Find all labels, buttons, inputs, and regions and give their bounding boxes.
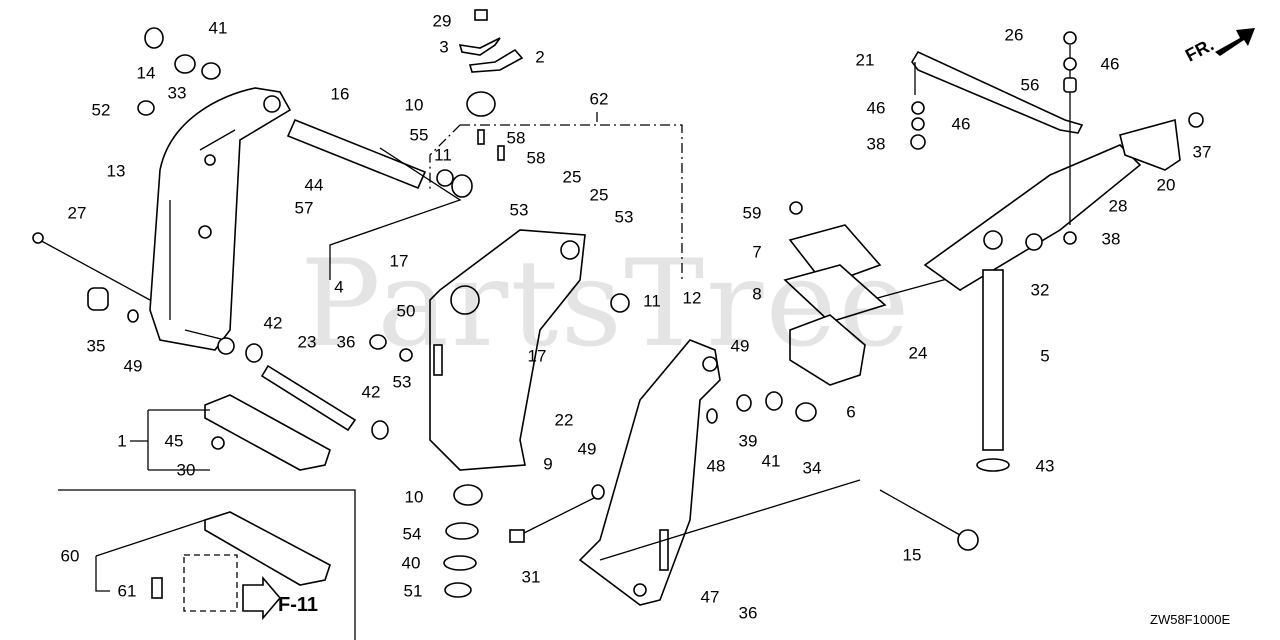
part-callout-11[interactable]: 11 bbox=[643, 291, 661, 311]
part-callout-27[interactable]: 27 bbox=[67, 203, 87, 223]
rods bbox=[32, 118, 981, 551]
part-callout-3[interactable]: 3 bbox=[439, 37, 449, 57]
part-callout-58[interactable]: 58 bbox=[526, 148, 546, 168]
part-callout-44[interactable]: 44 bbox=[304, 175, 324, 195]
part-callout-36[interactable]: 36 bbox=[738, 603, 758, 623]
part-callout-11[interactable]: 11 bbox=[434, 145, 452, 165]
steering-arm bbox=[923, 144, 1142, 472]
part-callout-8[interactable]: 8 bbox=[752, 284, 762, 304]
part-callout-47[interactable]: 47 bbox=[700, 587, 720, 607]
part-callout-20[interactable]: 20 bbox=[1156, 175, 1176, 195]
part-callout-45[interactable]: 45 bbox=[164, 431, 184, 451]
bracket-20 bbox=[1119, 118, 1181, 171]
part-callout-60[interactable]: 60 bbox=[60, 546, 80, 566]
part-callout-41[interactable]: 41 bbox=[761, 451, 781, 471]
part-callout-56[interactable]: 56 bbox=[1020, 75, 1040, 95]
part-callout-62[interactable]: 62 bbox=[589, 89, 609, 109]
part-callout-46[interactable]: 46 bbox=[866, 98, 886, 118]
part-callout-29[interactable]: 29 bbox=[432, 11, 452, 31]
part-callout-49[interactable]: 49 bbox=[577, 439, 597, 459]
part-callout-35[interactable]: 35 bbox=[86, 336, 106, 356]
part-callout-30[interactable]: 30 bbox=[176, 460, 196, 480]
front-direction-arrow bbox=[1215, 28, 1255, 56]
diagram-code: ZW58F1000E bbox=[1150, 612, 1231, 627]
part-callout-36[interactable]: 36 bbox=[336, 332, 356, 352]
part-callout-46[interactable]: 46 bbox=[1100, 54, 1120, 74]
part-callout-10[interactable]: 10 bbox=[404, 487, 424, 507]
part-callout-15[interactable]: 15 bbox=[902, 545, 922, 565]
part-callout-2[interactable]: 2 bbox=[535, 47, 545, 67]
part-callout-41[interactable]: 41 bbox=[208, 18, 228, 38]
part-callout-51[interactable]: 51 bbox=[403, 581, 423, 601]
part-callout-34[interactable]: 34 bbox=[802, 458, 822, 478]
part-callout-38[interactable]: 38 bbox=[866, 134, 886, 154]
part-callout-21[interactable]: 21 bbox=[855, 50, 875, 70]
swivel-case bbox=[429, 229, 586, 471]
part-callout-46[interactable]: 46 bbox=[951, 114, 971, 134]
part-callout-39[interactable]: 39 bbox=[738, 431, 758, 451]
plates-and-block bbox=[783, 224, 887, 386]
part-callout-40[interactable]: 40 bbox=[401, 553, 421, 573]
part-callout-5[interactable]: 5 bbox=[1040, 346, 1050, 366]
part-callout-1[interactable]: 1 bbox=[117, 431, 127, 451]
part-callout-58[interactable]: 58 bbox=[506, 128, 526, 148]
part-callout-37[interactable]: 37 bbox=[1192, 142, 1212, 162]
part-callout-50[interactable]: 50 bbox=[396, 301, 416, 321]
part-callout-43[interactable]: 43 bbox=[1035, 456, 1055, 476]
part-callout-17[interactable]: 17 bbox=[389, 251, 409, 271]
part-callout-28[interactable]: 28 bbox=[1108, 196, 1128, 216]
part-callout-57[interactable]: 57 bbox=[294, 198, 314, 218]
part-callout-42[interactable]: 42 bbox=[361, 382, 381, 402]
part-callout-13[interactable]: 13 bbox=[106, 161, 126, 181]
part-callout-22[interactable]: 22 bbox=[554, 410, 574, 430]
part-callout-16[interactable]: 16 bbox=[330, 84, 350, 104]
small-parts-right bbox=[610, 31, 1204, 424]
part-callout-53[interactable]: 53 bbox=[392, 372, 412, 392]
part-callout-42[interactable]: 42 bbox=[263, 313, 283, 333]
trim-plate-assembly bbox=[130, 394, 331, 471]
part-callout-7[interactable]: 7 bbox=[752, 242, 762, 262]
part-callout-55[interactable]: 55 bbox=[409, 125, 429, 145]
small-parts-center bbox=[369, 9, 605, 598]
part-callout-52[interactable]: 52 bbox=[91, 100, 111, 120]
stern-bracket-right bbox=[578, 339, 721, 606]
part-callout-49[interactable]: 49 bbox=[123, 356, 143, 376]
part-callout-10[interactable]: 10 bbox=[404, 95, 424, 115]
part-callout-33[interactable]: 33 bbox=[167, 83, 187, 103]
part-callout-26[interactable]: 26 bbox=[1004, 25, 1024, 45]
part-callout-49[interactable]: 49 bbox=[730, 336, 750, 356]
link-rod bbox=[911, 45, 1084, 225]
reference-label[interactable]: F-11 bbox=[278, 594, 319, 616]
part-callout-25[interactable]: 25 bbox=[589, 185, 609, 205]
part-callout-59[interactable]: 59 bbox=[742, 203, 762, 223]
part-callout-6[interactable]: 6 bbox=[846, 402, 856, 422]
part-callout-53[interactable]: 53 bbox=[509, 200, 529, 220]
part-callout-38[interactable]: 38 bbox=[1101, 229, 1121, 249]
part-callout-61[interactable]: 61 bbox=[117, 581, 137, 601]
part-callout-17[interactable]: 17 bbox=[527, 346, 547, 366]
part-callout-12[interactable]: 12 bbox=[682, 288, 702, 308]
watermark: PartsTree bbox=[300, 235, 912, 374]
part-callout-31[interactable]: 31 bbox=[521, 567, 541, 587]
part-callout-24[interactable]: 24 bbox=[908, 343, 928, 363]
part-callout-4[interactable]: 4 bbox=[334, 277, 344, 297]
part-callout-53[interactable]: 53 bbox=[614, 207, 634, 227]
part-callout-48[interactable]: 48 bbox=[706, 456, 726, 476]
part-callout-9[interactable]: 9 bbox=[543, 454, 553, 474]
inset-box bbox=[58, 489, 356, 640]
part-callout-25[interactable]: 25 bbox=[562, 167, 582, 187]
small-parts-left bbox=[87, 27, 263, 363]
part-callout-23[interactable]: 23 bbox=[297, 332, 317, 352]
part-callout-14[interactable]: 14 bbox=[136, 63, 156, 83]
part-callout-32[interactable]: 32 bbox=[1030, 280, 1050, 300]
part-callout-54[interactable]: 54 bbox=[402, 524, 422, 544]
stern-bracket-left bbox=[149, 87, 292, 355]
